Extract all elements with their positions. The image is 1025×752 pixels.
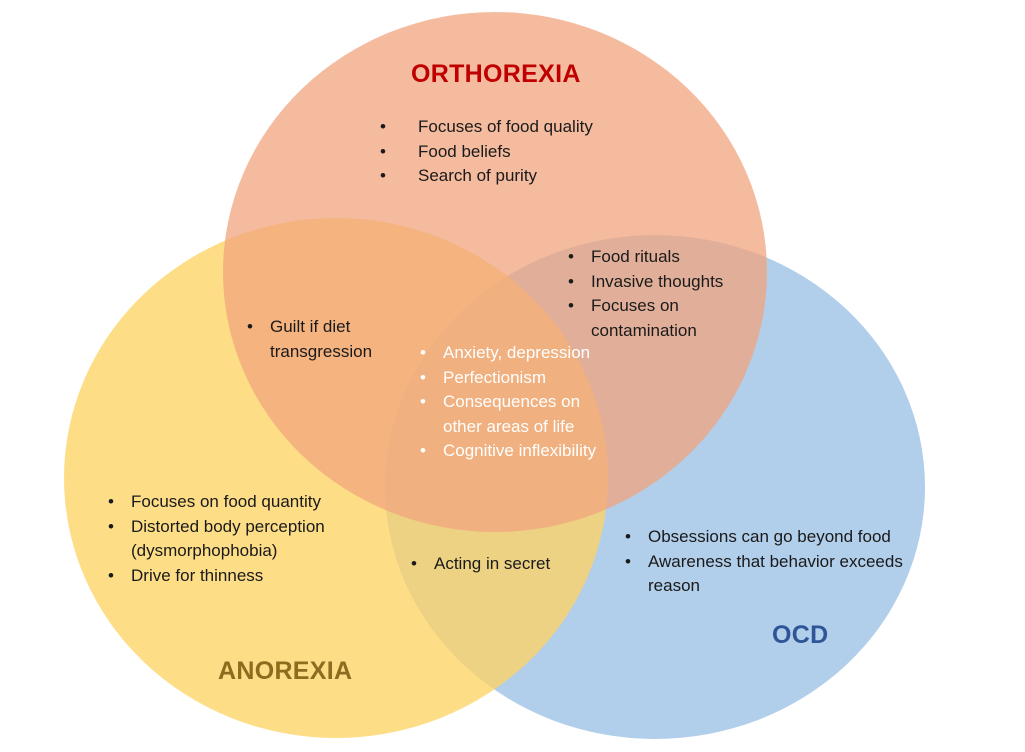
- list-item: Cognitive inflexibility: [418, 439, 598, 464]
- list-item: Invasive thoughts: [566, 270, 766, 295]
- list-item: Food beliefs: [378, 140, 678, 165]
- orthorexia-only-list: Focuses of food quality Food beliefs Sea…: [378, 115, 678, 189]
- list-item: Search of purity: [378, 164, 678, 189]
- list-item: Perfectionism: [418, 366, 598, 391]
- list-item: Drive for thinness: [106, 564, 386, 589]
- orthorexia-label: ORTHOREXIA: [411, 60, 581, 88]
- list-item: Awareness that behavior exceeds reason: [623, 550, 923, 599]
- all-three-list: Anxiety, depression Perfectionism Conseq…: [418, 341, 598, 464]
- list-item: Focuses on contamination: [566, 294, 766, 343]
- ocd-only-list: Obsessions can go beyond food Awareness …: [623, 525, 923, 599]
- anorexia-label: ANOREXIA: [218, 657, 353, 685]
- list-item: Obsessions can go beyond food: [623, 525, 923, 550]
- list-item: Focuses on food quantity: [106, 490, 386, 515]
- list-item: Focuses of food quality: [378, 115, 678, 140]
- list-item: Food rituals: [566, 245, 766, 270]
- anorexia-ocd-list: Acting in secret: [409, 552, 609, 577]
- list-item: Distorted body perception (dysmorphophob…: [106, 515, 386, 564]
- list-item: Guilt if diet transgression: [245, 315, 395, 364]
- orthorexia-ocd-list: Food rituals Invasive thoughts Focuses o…: [566, 245, 766, 343]
- anorexia-only-list: Focuses on food quantity Distorted body …: [106, 490, 386, 588]
- orthorexia-anorexia-list: Guilt if diet transgression: [245, 315, 395, 364]
- list-item: Acting in secret: [409, 552, 609, 577]
- list-item: Consequences on other areas of life: [418, 390, 598, 439]
- ocd-label: OCD: [772, 621, 829, 649]
- list-item: Anxiety, depression: [418, 341, 598, 366]
